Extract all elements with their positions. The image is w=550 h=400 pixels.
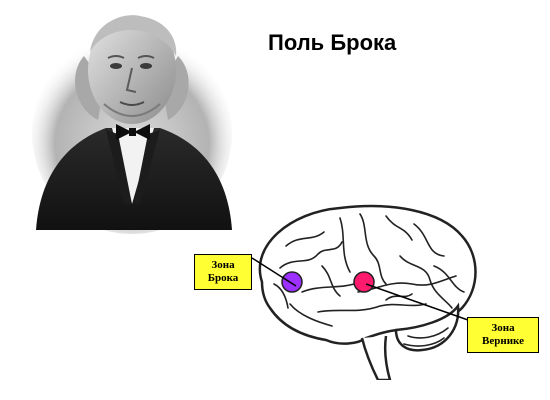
portrait-engraving — [32, 15, 232, 234]
brain-stem — [360, 335, 392, 380]
brain-diagram — [251, 204, 477, 380]
wernicke-area-marker — [353, 271, 375, 293]
slide-title: Поль Брока — [268, 30, 397, 55]
broca-label-line1: Зона — [211, 259, 235, 271]
wernicke-label-line1: Зона — [491, 322, 515, 334]
wernicke-zone-label: Зона Вернике — [467, 317, 539, 353]
wernicke-label-line2: Вернике — [482, 335, 524, 347]
broca-pointer-line — [251, 257, 297, 287]
broca-zone-label: Зона Брока — [194, 254, 252, 290]
broca-area-marker — [281, 271, 303, 293]
broca-label-line2: Брока — [207, 272, 239, 284]
wernicke-pointer-line — [365, 283, 469, 321]
